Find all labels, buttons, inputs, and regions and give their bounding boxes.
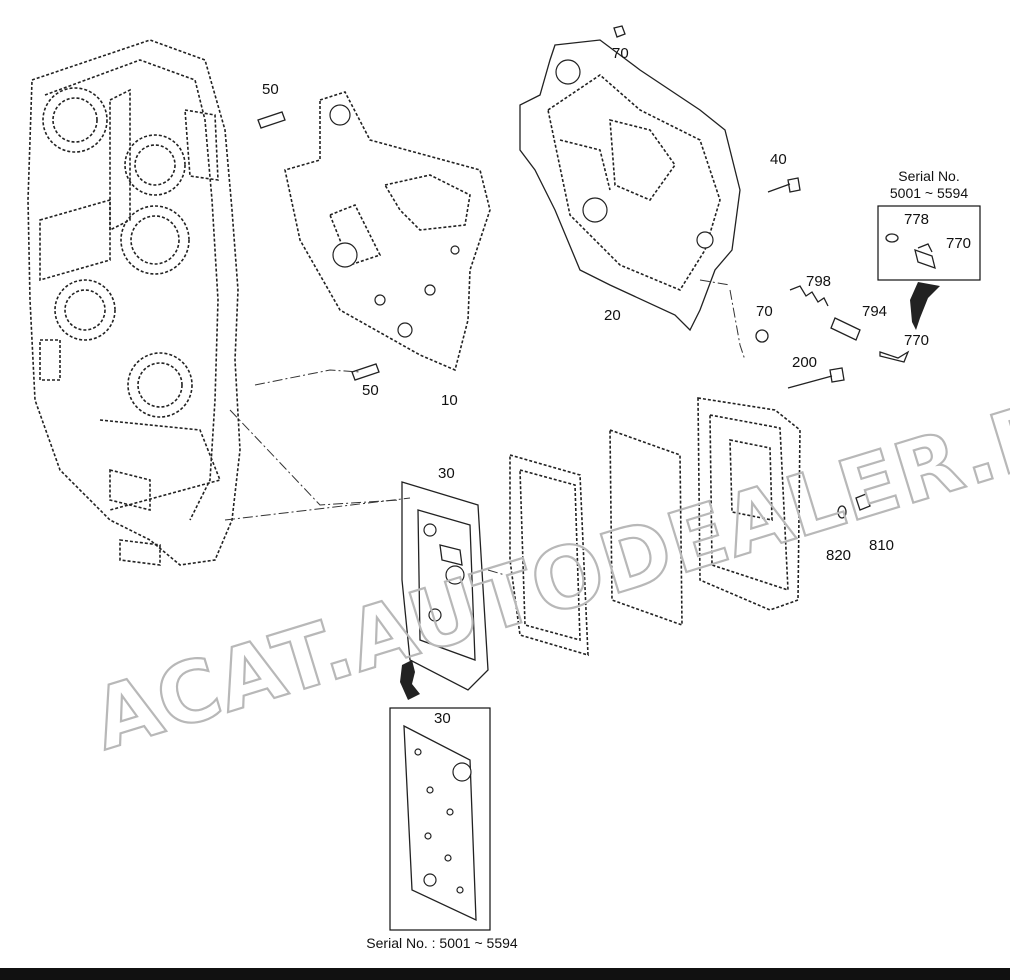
callout-794: 794	[862, 303, 887, 320]
gasket-10	[284, 91, 491, 372]
callout-70-top: 70	[612, 45, 629, 62]
bolt-40	[767, 183, 791, 193]
callout-30-box: 30	[434, 710, 451, 727]
small-parts	[257, 25, 910, 519]
serial-box-top	[877, 205, 981, 281]
part-794	[830, 317, 861, 341]
transmission-housing	[27, 39, 241, 566]
callout-10: 10	[441, 392, 458, 409]
watermark-text: ACAT.AUTODEALER.RU	[82, 362, 1010, 769]
separator-plate-30	[401, 481, 489, 691]
callout-50-bottom: 50	[362, 382, 379, 399]
serial-pointer-top	[910, 282, 940, 330]
callout-778: 778	[904, 211, 929, 228]
nut-70-top	[613, 25, 626, 38]
bottom-border-bar	[0, 968, 1010, 980]
serial-bottom-caption: Serial No. : 5001 ~ 5594	[366, 935, 518, 951]
bolt-200	[787, 375, 833, 389]
callout-labels: 70 50 40 778 770 798 70 794 770 20 200 5…	[262, 45, 971, 727]
callout-70-mid: 70	[756, 303, 773, 320]
serial-pointer-bottom	[400, 660, 420, 700]
pin-50-top	[257, 111, 286, 129]
serial-top-line2: 5001 ~ 5594	[890, 185, 968, 201]
callout-770: 770	[904, 332, 929, 349]
serial-top-line1: Serial No.	[898, 168, 959, 184]
callout-798: 798	[806, 273, 831, 290]
nut-70-mid	[755, 329, 769, 343]
part-770	[879, 350, 910, 363]
spring-798	[789, 285, 829, 307]
callout-40: 40	[770, 151, 787, 168]
callout-50-top: 50	[262, 81, 279, 98]
callout-30: 30	[438, 465, 455, 482]
callout-810: 810	[869, 537, 894, 554]
pin-50-bottom	[351, 363, 380, 381]
washer-820	[837, 505, 847, 519]
callout-770-box: 770	[946, 235, 971, 252]
plug-810	[855, 493, 871, 511]
callout-820: 820	[826, 547, 851, 564]
assembly-lines	[224, 279, 746, 576]
callout-200: 200	[792, 354, 817, 371]
valve-body-20	[519, 39, 741, 332]
callout-20: 20	[604, 307, 621, 324]
serial-box-bottom	[389, 707, 491, 931]
valve-plates	[509, 397, 801, 657]
